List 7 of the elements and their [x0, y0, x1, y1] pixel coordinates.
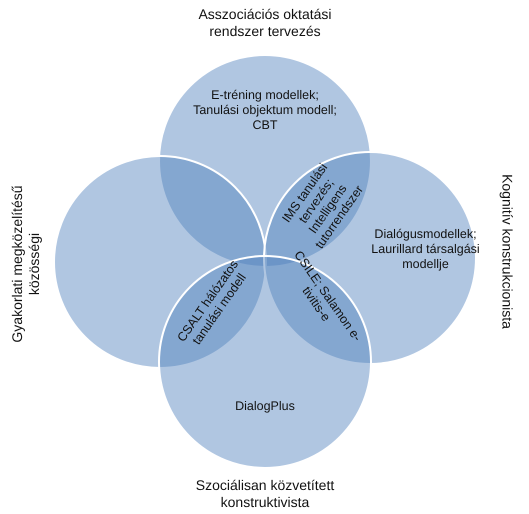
set-content: Dialógusmodellek; Laurillard társalgási modellje [370, 227, 481, 272]
set-title: Asszociációs oktatási rendszer tervezés [197, 6, 333, 40]
set-title: Gyakorlati megközelítésű közösségi [9, 184, 43, 344]
set-title: Szociálisan közvetített konstruktivista [194, 477, 336, 511]
set-title: Kognitív konstrukcionista [498, 173, 516, 331]
set-content: DialogPlus [234, 399, 296, 414]
set-content: E-tréning modellek; Tanulási objektum modell; CBT [192, 88, 338, 133]
